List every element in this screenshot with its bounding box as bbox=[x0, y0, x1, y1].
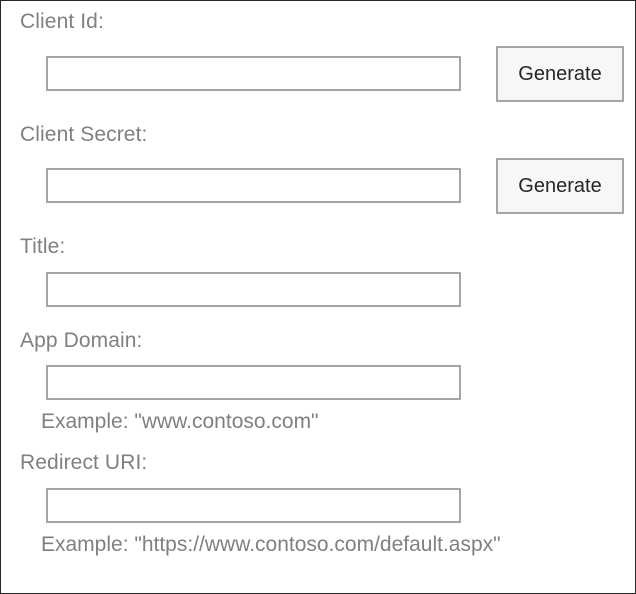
input-title[interactable] bbox=[46, 272, 461, 307]
input-client-secret[interactable] bbox=[46, 168, 461, 203]
input-client-id[interactable] bbox=[46, 56, 461, 91]
example-hint-redirect-uri: Example: "https://www.contoso.com/defaul… bbox=[41, 533, 501, 556]
label-client-id: Client Id: bbox=[20, 10, 104, 33]
label-client-secret: Client Secret: bbox=[20, 123, 148, 146]
label-title: Title: bbox=[20, 235, 66, 258]
generate-client-id-button[interactable]: Generate bbox=[496, 46, 624, 102]
input-app-domain[interactable] bbox=[46, 365, 461, 400]
example-hint-app-domain: Example: "www.contoso.com" bbox=[41, 410, 319, 433]
label-redirect-uri: Redirect URI: bbox=[20, 451, 148, 474]
input-redirect-uri[interactable] bbox=[46, 488, 461, 523]
label-app-domain: App Domain: bbox=[20, 329, 143, 352]
generate-client-secret-button[interactable]: Generate bbox=[496, 158, 624, 214]
